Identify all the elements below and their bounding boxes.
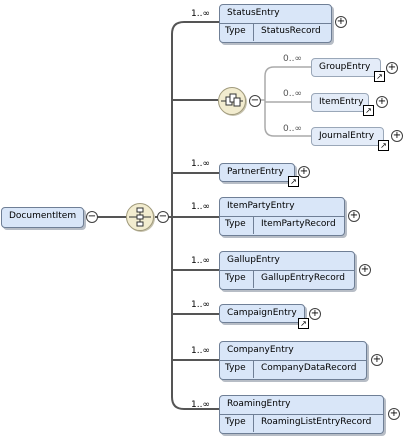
element-name: ItemEntry [319, 97, 364, 107]
element-item-party-entry[interactable]: ItemPartyEntry Type ItemPartyRecord [219, 197, 345, 236]
choice-icon [221, 93, 243, 107]
element-roaming-entry[interactable]: RoamingEntry Type RoamingListEntryRecord [219, 395, 384, 434]
expand-icon[interactable]: + [386, 62, 398, 74]
sequence-compositor[interactable] [126, 203, 154, 231]
occurrence-label: 1..∞ [191, 202, 210, 212]
sequence-icon [129, 207, 151, 227]
expand-icon[interactable]: + [371, 354, 383, 366]
occurrence-label: 1..∞ [191, 9, 210, 19]
reference-icon: ↗ [298, 318, 309, 329]
type-value: GallupEntryRecord [261, 273, 345, 283]
root-element[interactable]: DocumentItem [1, 207, 84, 228]
expand-icon[interactable]: + [335, 16, 347, 28]
type-value: CompanyDataRecord [261, 363, 357, 373]
type-value: RoamingListEntryRecord [261, 417, 372, 427]
expand-icon[interactable]: + [391, 130, 403, 142]
type-key: Type [225, 363, 246, 373]
reference-icon: ↗ [378, 140, 389, 151]
element-name: PartnerEntry [227, 167, 284, 177]
element-name: RoamingEntry [227, 399, 291, 409]
element-group-entry[interactable]: GroupEntry [311, 58, 381, 77]
expand-icon[interactable]: + [298, 166, 310, 178]
type-key: Type [225, 219, 246, 229]
element-name: GroupEntry [319, 62, 371, 72]
element-campaign-entry[interactable]: CampaignEntry [219, 304, 305, 323]
element-item-entry[interactable]: ItemEntry [311, 93, 369, 112]
element-journal-entry[interactable]: JournalEntry [311, 127, 384, 146]
occurrence-label: 0..∞ [283, 89, 302, 99]
type-value: ItemPartyRecord [261, 219, 336, 229]
expand-icon[interactable]: + [348, 210, 360, 222]
element-name: JournalEntry [319, 131, 375, 141]
choice-compositor[interactable] [218, 87, 246, 115]
expand-icon[interactable]: + [309, 308, 321, 320]
occurrence-label: 1..∞ [191, 300, 210, 310]
collapse-icon[interactable]: − [249, 95, 261, 107]
occurrence-label: 1..∞ [191, 400, 210, 410]
element-name: ItemPartyEntry [227, 201, 295, 211]
occurrence-label: 1..∞ [191, 159, 210, 169]
collapse-icon[interactable]: − [86, 211, 98, 223]
occurrence-label: 1..∞ [191, 256, 210, 266]
element-name: StatusEntry [227, 8, 280, 18]
expand-icon[interactable]: + [376, 96, 388, 108]
type-key: Type [225, 26, 246, 36]
element-gallup-entry[interactable]: GallupEntry Type GallupEntryRecord [219, 251, 355, 290]
element-status-entry[interactable]: StatusEntry Type StatusRecord [219, 4, 332, 43]
element-name: GallupEntry [227, 255, 280, 265]
element-name: CompanyEntry [227, 345, 294, 355]
expand-icon[interactable]: + [388, 408, 400, 420]
reference-icon: ↗ [374, 71, 385, 82]
occurrence-label: 1..∞ [191, 346, 210, 356]
type-value: StatusRecord [261, 26, 321, 36]
collapse-icon[interactable]: − [157, 211, 169, 223]
reference-icon: ↗ [288, 176, 299, 187]
type-key: Type [225, 273, 246, 283]
element-company-entry[interactable]: CompanyEntry Type CompanyDataRecord [219, 341, 367, 380]
element-name: CampaignEntry [227, 308, 297, 318]
occurrence-label: 0..∞ [283, 54, 302, 64]
reference-icon: ↗ [363, 105, 374, 116]
type-key: Type [225, 417, 246, 427]
occurrence-label: 0..∞ [283, 124, 302, 134]
root-element-label: DocumentItem [9, 211, 77, 221]
element-partner-entry[interactable]: PartnerEntry [219, 163, 295, 182]
expand-icon[interactable]: + [359, 264, 371, 276]
